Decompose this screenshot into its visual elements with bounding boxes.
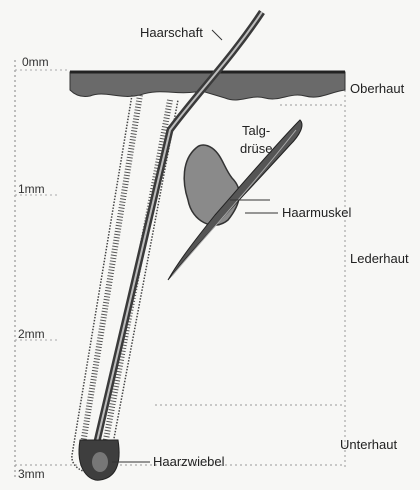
label-haarmuskel: Haarmuskel — [282, 206, 351, 219]
scale-label-2mm: 2mm — [18, 328, 45, 340]
label-unterhaut: Unterhaut — [340, 438, 397, 451]
label-talgdruese-1: Talg- — [242, 124, 270, 137]
sebaceous-gland-shape — [184, 145, 239, 225]
label-oberhaut: Oberhaut — [350, 82, 404, 95]
scale-label-3mm: 3mm — [18, 468, 45, 480]
haarschaft-leader — [212, 30, 222, 40]
label-haarzwiebel: Haarzwiebel — [153, 455, 225, 468]
scale-label-1mm: 1mm — [18, 183, 45, 195]
label-talgdruese-2: drüse — [240, 142, 273, 155]
label-haarschaft: Haarschaft — [140, 26, 203, 39]
hair-papilla — [92, 452, 108, 472]
label-lederhaut: Lederhaut — [350, 252, 409, 265]
scale-label-0mm: 0mm — [22, 56, 49, 68]
